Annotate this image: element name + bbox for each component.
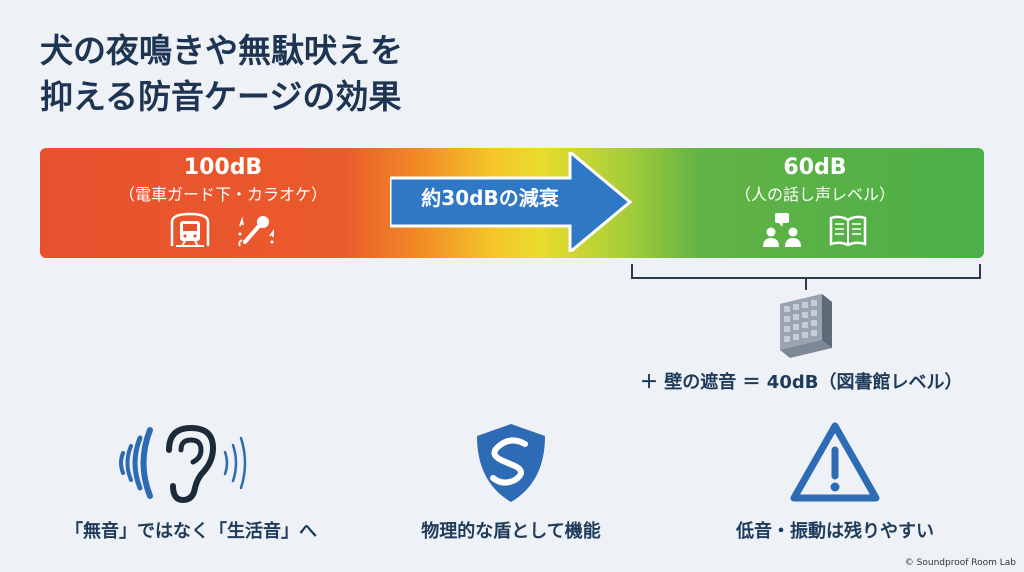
feature-label-everyday-sound: 「無音」ではなく「生活音」へ bbox=[65, 521, 317, 542]
microphone-icon bbox=[238, 216, 274, 247]
train-icon bbox=[170, 212, 210, 247]
title-line-1: 犬の夜鳴きや無駄吠えを bbox=[40, 31, 403, 70]
feature-everyday-sound: 「無音」ではなく「生活音」へ bbox=[36, 420, 346, 544]
warning-icon bbox=[790, 422, 880, 502]
quiet-level-block: 60dB （人の話し声レベル） bbox=[680, 154, 950, 248]
loud-db-description: （電車ガード下・カラオケ） bbox=[118, 185, 327, 204]
feature-label-physical-shield: 物理的な盾として機能 bbox=[421, 521, 601, 542]
wall-insulation-note: ＋ 壁の遮音 ＝ 40dB（図書館レベル） bbox=[640, 372, 963, 393]
loud-level-block: 100dB （電車ガード下・カラオケ） bbox=[98, 154, 348, 248]
conversation-icon bbox=[763, 213, 801, 247]
feature-label-low-frequency: 低音・振動は残りやすい bbox=[736, 521, 934, 542]
book-icon bbox=[829, 215, 867, 247]
quiet-db-description: （人の話し声レベル） bbox=[734, 185, 895, 204]
ear-sound-icon bbox=[119, 424, 247, 504]
quiet-db-value: 60dB bbox=[783, 155, 847, 180]
wall-panel-icon bbox=[780, 294, 832, 358]
feature-physical-shield: 物理的な盾として機能 bbox=[376, 420, 646, 544]
loud-db-value: 100dB bbox=[183, 155, 263, 180]
attenuation-label: 約30dBの減衰 bbox=[421, 186, 559, 210]
page-title: 犬の夜鳴きや無駄吠えを 抑える防音ケージの効果 bbox=[40, 28, 403, 120]
shield-icon bbox=[477, 424, 545, 502]
title-line-2: 抑える防音ケージの効果 bbox=[40, 77, 402, 116]
copyright-text: © Soundproof Room Lab bbox=[904, 558, 1016, 568]
attenuation-arrow bbox=[390, 152, 633, 252]
feature-low-frequency: 低音・振動は残りやすい bbox=[690, 420, 980, 544]
quiet-range-bracket bbox=[631, 264, 981, 290]
noise-level-bar: 100dB （電車ガード下・カラオケ） 約30dBの減衰 bbox=[40, 148, 984, 258]
